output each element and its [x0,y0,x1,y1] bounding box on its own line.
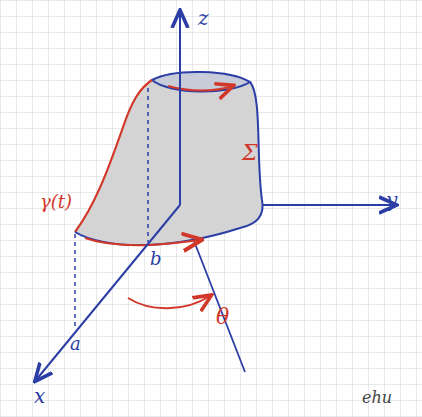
bottom-rim-arrow [85,238,200,245]
dashed-projection [74,234,76,330]
x-axis [36,205,180,380]
dashed-projection [147,88,149,242]
bottom-rim [75,228,240,245]
top-rim-arrow [168,86,232,91]
gamma-curve [75,80,152,232]
signature: ehu [362,390,392,406]
curve-label: γ(t) [40,193,72,211]
top-rim [152,72,250,92]
surface-profile [240,82,263,228]
point-label: a [70,335,81,353]
axis-label: x [34,386,45,406]
surface-label: Σ [242,142,258,164]
theta-arrow [128,296,210,308]
axis-label: z [198,8,209,28]
point-label: b [150,250,162,268]
z-axis [179,12,181,205]
angle-label: θ [216,306,229,328]
axis-label: y [386,190,397,210]
